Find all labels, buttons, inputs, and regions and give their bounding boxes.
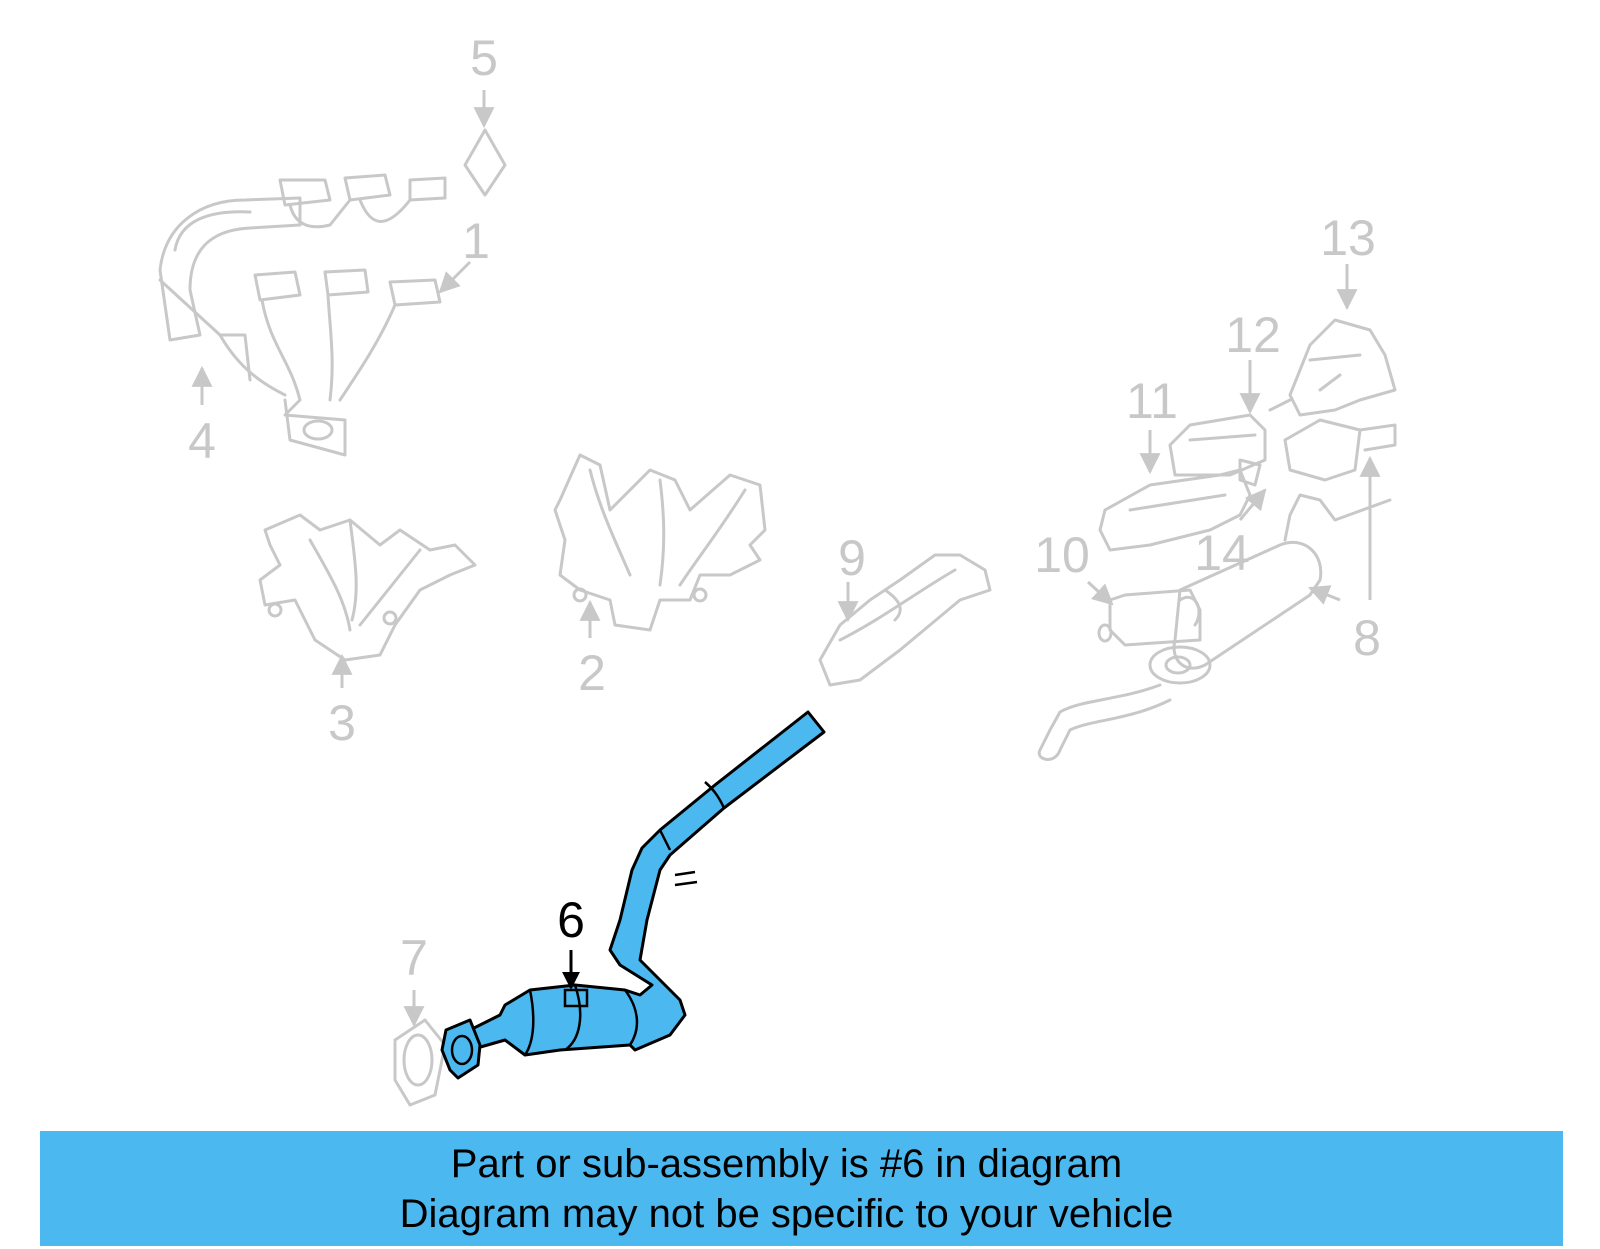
info-banner: Part or sub-assembly is #6 in diagram Di… bbox=[40, 1131, 1563, 1246]
part-5-gasket bbox=[463, 128, 507, 197]
callout-8: 8 bbox=[1353, 610, 1381, 666]
callout-5: 5 bbox=[470, 30, 498, 86]
callout-10: 10 bbox=[1034, 527, 1090, 583]
callout-13: 13 bbox=[1320, 210, 1376, 266]
banner-line-1: Part or sub-assembly is #6 in diagram bbox=[450, 1141, 1123, 1186]
part-1-4-exhaust-manifold bbox=[158, 173, 447, 457]
callout-7: 7 bbox=[400, 930, 428, 986]
callout-14: 14 bbox=[1194, 525, 1250, 581]
callout-1: 1 bbox=[462, 213, 490, 269]
callout-3: 3 bbox=[328, 695, 356, 751]
part-9-heat-shield bbox=[818, 553, 992, 687]
callout-labels: 5 1 4 3 2 9 8 10 11 12 13 14 7 6 bbox=[188, 30, 1381, 986]
callout-2: 2 bbox=[578, 645, 606, 701]
callout-arrows bbox=[191, 90, 1381, 1028]
callout-4: 4 bbox=[188, 413, 216, 469]
part-3-heat-shield bbox=[258, 513, 477, 662]
part-8-14-muffler-assembly bbox=[1037, 318, 1397, 761]
part-7-gasket bbox=[393, 1018, 447, 1107]
callout-11: 11 bbox=[1126, 373, 1178, 429]
banner-line-2: Diagram may not be specific to your vehi… bbox=[399, 1191, 1174, 1236]
callout-6: 6 bbox=[557, 892, 585, 948]
part-2-heat-shield bbox=[553, 453, 767, 632]
callout-9: 9 bbox=[838, 530, 866, 586]
part-6-catalytic-converter bbox=[440, 710, 826, 1080]
callout-12: 12 bbox=[1225, 307, 1281, 363]
